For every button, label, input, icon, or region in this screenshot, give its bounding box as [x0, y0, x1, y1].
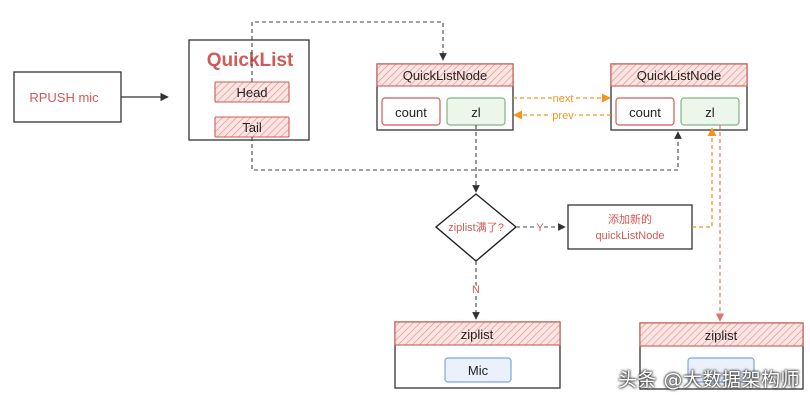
- ziplist-left: ziplist Mic: [394, 321, 561, 389]
- arrow-tail-to-right-node: [251, 131, 682, 171]
- prev-link-label: prev: [552, 110, 574, 122]
- left-node-count-label: count: [395, 105, 427, 120]
- quicklist-head-label: Head: [236, 85, 267, 100]
- ziplist-right-title: ziplist: [705, 328, 738, 343]
- ziplist-left-entry: Mic: [444, 357, 512, 383]
- arrow-add-node-to-right-zl: [692, 127, 717, 228]
- add-node-label-line1: 添加新的: [608, 212, 652, 226]
- decision-no-label: N: [472, 284, 480, 296]
- right-node-count-label: count: [629, 105, 661, 120]
- right-node-zl-label: zl: [705, 105, 715, 120]
- quicklist-box: QuickList Head Tail: [188, 39, 310, 141]
- ziplist-right-entry: [687, 357, 755, 383]
- ziplist-full-decision: ziplist满了?: [434, 193, 518, 262]
- left-node-count-field: count: [381, 97, 441, 126]
- quicklist-title: QuickList: [207, 50, 294, 71]
- watermark: 头条 @大数据架构师: [617, 369, 800, 391]
- ziplist-right: ziplist: [639, 322, 804, 390]
- right-node-count-field: count: [615, 97, 675, 126]
- left-node-zl-label: zl: [471, 105, 481, 120]
- add-quicklistnode-box: 添加新的 quickListNode: [567, 204, 693, 250]
- left-node-zl-field: zl: [446, 97, 506, 126]
- next-link-label: next: [553, 93, 574, 105]
- arrow-head-to-left-node: [251, 21, 447, 82]
- quicklistnode-left: QuickListNode count zl: [376, 63, 514, 131]
- ziplist-left-entry-label: Mic: [468, 363, 489, 378]
- quicklistnode-right-title: QuickListNode: [637, 68, 722, 83]
- quicklist-head-field: Head: [214, 81, 290, 103]
- ziplist-full-decision-label: ziplist满了?: [448, 221, 504, 234]
- ziplist-left-title: ziplist: [461, 327, 494, 342]
- decision-yes-label: Y: [536, 222, 544, 234]
- add-node-label-line2: quickListNode: [595, 230, 664, 242]
- quicklistnode-left-title: QuickListNode: [403, 68, 488, 83]
- rpush-command-box: RPUSH mic: [13, 71, 122, 123]
- quicklist-tail-field: Tail: [214, 116, 290, 138]
- rpush-command-label: RPUSH mic: [29, 90, 99, 105]
- quicklist-tail-label: Tail: [242, 120, 262, 135]
- quicklistnode-right: QuickListNode count zl: [610, 63, 748, 131]
- right-node-zl-field: zl: [680, 97, 740, 126]
